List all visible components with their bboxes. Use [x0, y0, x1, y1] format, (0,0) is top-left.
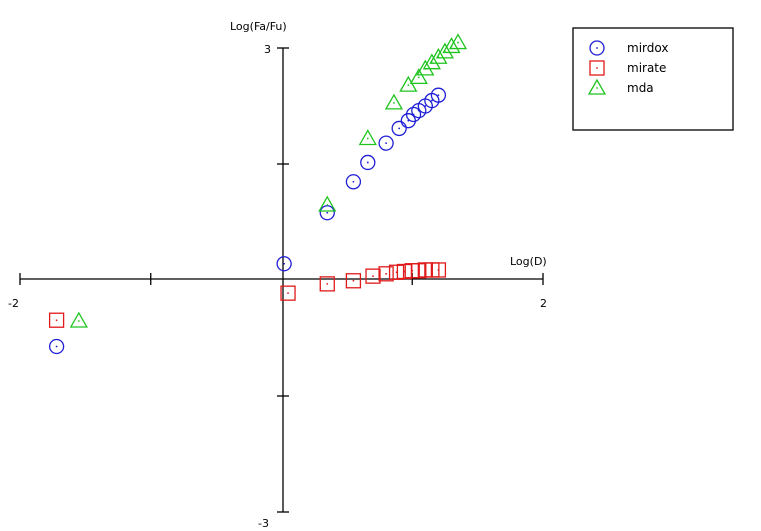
legend-marker-mda: [587, 78, 607, 95]
data-point-mirate: [319, 276, 335, 292]
data-point-mirate: [430, 262, 447, 278]
data-point-mirdox: [319, 205, 335, 221]
legend-box: [572, 27, 734, 131]
data-point-mirdox: [345, 174, 362, 190]
data-point-mda: [69, 311, 88, 328]
data-point-mda: [448, 33, 468, 50]
legend-label-mirdox: mirdox: [627, 41, 668, 55]
data-point-mda: [384, 93, 404, 110]
x-tick-label-max: 2: [540, 297, 547, 310]
data-point-mirdox: [360, 154, 376, 171]
legend-marker-mirate: [589, 60, 605, 76]
data-point-mirate: [280, 285, 296, 301]
legend-marker-mirdox: [589, 40, 605, 56]
data-point-mirate: [48, 312, 65, 328]
data-point-mirdox: [391, 120, 407, 137]
legend-label-mda: mda: [627, 81, 654, 95]
y-tick-label-max: 3: [264, 43, 271, 56]
data-point-mirate: [365, 268, 381, 284]
legend: mirdox mirate mda: [572, 27, 734, 131]
y-axis-title: Log(Fa/Fu): [230, 20, 287, 33]
x-tick-label-min: -2: [8, 297, 19, 310]
legend-label-mirate: mirate: [627, 61, 666, 75]
data-point-mirate: [396, 263, 413, 280]
data-point-mirdox: [430, 87, 447, 103]
data-point-mda: [399, 75, 418, 92]
data-point-mirdox: [276, 256, 292, 272]
axes: -2 2 3 -3 Log(Fa/Fu) Log(D): [8, 20, 547, 530]
data-point-mirdox: [378, 135, 394, 151]
data-point-mda: [318, 195, 337, 212]
data-point-mirate: [345, 273, 362, 289]
data-point-mirate: [378, 266, 394, 282]
x-axis-title: Log(D): [510, 255, 547, 268]
data-point-mda: [358, 129, 377, 146]
y-tick-label-min: -3: [258, 517, 269, 530]
data-points: [48, 33, 468, 355]
data-point-mda: [409, 68, 428, 85]
data-point-mirdox: [48, 338, 65, 355]
